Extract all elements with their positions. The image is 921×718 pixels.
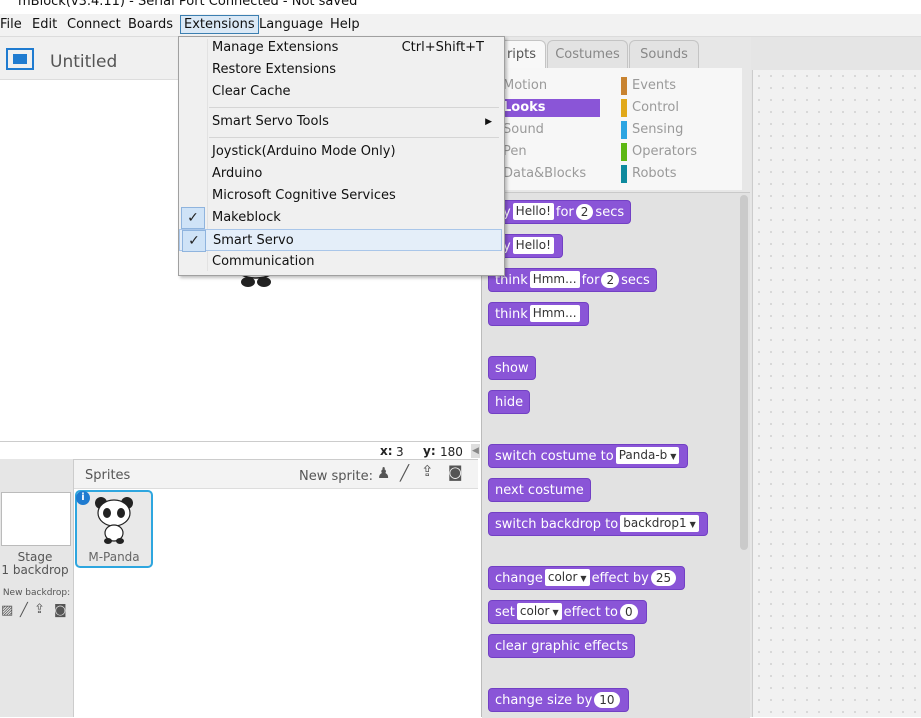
menu-item-makeblock[interactable]: ✓Makeblock (179, 207, 502, 229)
sprites-header: Sprites New sprite: ♟ ╱ ⇪ ◙ (74, 460, 478, 489)
submenu-arrow-icon: ▶ (485, 117, 492, 127)
panda-thumbnail (95, 497, 133, 544)
coordinates-bar: x: 3 y: 180 ◀ (0, 441, 480, 460)
new-backdrop-label: New backdrop: (2, 588, 71, 598)
tab-costumes[interactable]: Costumes (547, 40, 628, 69)
collapse-stage-arrow-icon[interactable]: ◀ (471, 444, 480, 458)
paint-backdrop-icon[interactable]: ▨ (1, 603, 14, 618)
sprite-name: M-Panda (88, 550, 140, 564)
menu-boards[interactable]: Boards (128, 17, 173, 32)
menu-item-restore-extensions[interactable]: Restore Extensions (212, 62, 337, 77)
y-label: y: (423, 444, 436, 458)
stage-column: Stage 1 backdrop New backdrop: ▨ ╱ ⇪ ◙ (0, 459, 74, 717)
y-value: 180 (440, 445, 463, 459)
checkmark-icon: ✓ (181, 207, 205, 229)
window-title: mBlock(v3.4.11) - Serial Port Connected … (18, 0, 358, 9)
menu-item-clear-cache[interactable]: Clear Cache (212, 84, 291, 99)
x-label: x: (380, 444, 393, 458)
dropdown-caret-icon: ▼ (670, 452, 677, 461)
backdrop-count: 1 backdrop (1, 563, 69, 577)
block-hide[interactable]: hide (488, 390, 531, 414)
x-value: 3 (396, 445, 404, 459)
category-panel: Motion Looks Sound Pen Data&Blocks Event… (482, 68, 742, 190)
sprite-info-icon[interactable]: i (76, 491, 90, 505)
upload-backdrop-icon[interactable]: ⇪ (34, 602, 45, 617)
title-bar: mBlock(v3.4.11) - Serial Port Connected … (0, 0, 921, 14)
dropdown-caret-icon: ▼ (580, 574, 587, 583)
category-looks[interactable]: Looks (482, 99, 600, 117)
menu-edit[interactable]: Edit (32, 17, 58, 32)
stage-label: Stage (17, 550, 53, 564)
menu-bar: File Edit Connect Boards Extensions Lang… (0, 14, 921, 37)
menu-extensions[interactable]: Extensions (180, 15, 259, 34)
camera-backdrop-icon[interactable]: ◙ (54, 603, 67, 618)
palette-scrollbar[interactable] (740, 195, 748, 550)
menu-item-arduino[interactable]: Arduino (212, 166, 263, 181)
project-name[interactable]: Untitled (50, 52, 118, 72)
new-sprite-label: New sprite: (299, 469, 373, 484)
menu-item-microsoft-cognitive-services[interactable]: Microsoft Cognitive Services (212, 188, 396, 203)
block-show[interactable]: show (488, 356, 536, 380)
dropdown-caret-icon: ▼ (552, 608, 559, 617)
script-area[interactable] (752, 70, 921, 717)
sprite-tile-m-panda[interactable]: i M-Panda (75, 490, 153, 568)
block-next-costume[interactable]: next costume (488, 478, 591, 502)
tab-scripts[interactable]: ripts (497, 40, 546, 69)
tab-sounds[interactable]: Sounds (629, 40, 699, 69)
paint-sprite-icon[interactable]: ╱ (400, 464, 410, 482)
menu-separator (209, 137, 499, 138)
menu-help[interactable]: Help (330, 17, 360, 32)
menu-item-communication[interactable]: Communication (212, 254, 315, 269)
menu-separator (209, 107, 499, 108)
sprites-title: Sprites (85, 468, 131, 483)
menu-language[interactable]: Language (259, 17, 324, 32)
block-clear-graphic-effects[interactable]: clear graphic effects (488, 634, 636, 658)
checkmark-icon: ✓ (182, 230, 206, 252)
menu-gutter (207, 39, 208, 271)
menu-item-joystick[interactable]: Joystick(Arduino Mode Only) (212, 144, 396, 159)
dropdown-caret-icon: ▼ (689, 520, 696, 529)
upload-sprite-icon[interactable]: ⇪ (421, 462, 434, 480)
menu-item-smart-servo-tools[interactable]: Smart Servo Tools▶ (179, 111, 502, 133)
brush-backdrop-icon[interactable]: ╱ (20, 603, 28, 618)
choose-sprite-icon[interactable]: ♟ (377, 464, 391, 482)
stage-thumbnail[interactable] (1, 492, 71, 546)
menu-item-smart-servo[interactable]: ✓Smart Servo (179, 229, 502, 252)
camera-sprite-icon[interactable]: ◙ (448, 463, 463, 481)
menu-connect[interactable]: Connect (67, 17, 121, 32)
menu-file[interactable]: File (0, 17, 22, 32)
fullscreen-icon[interactable] (6, 48, 34, 70)
